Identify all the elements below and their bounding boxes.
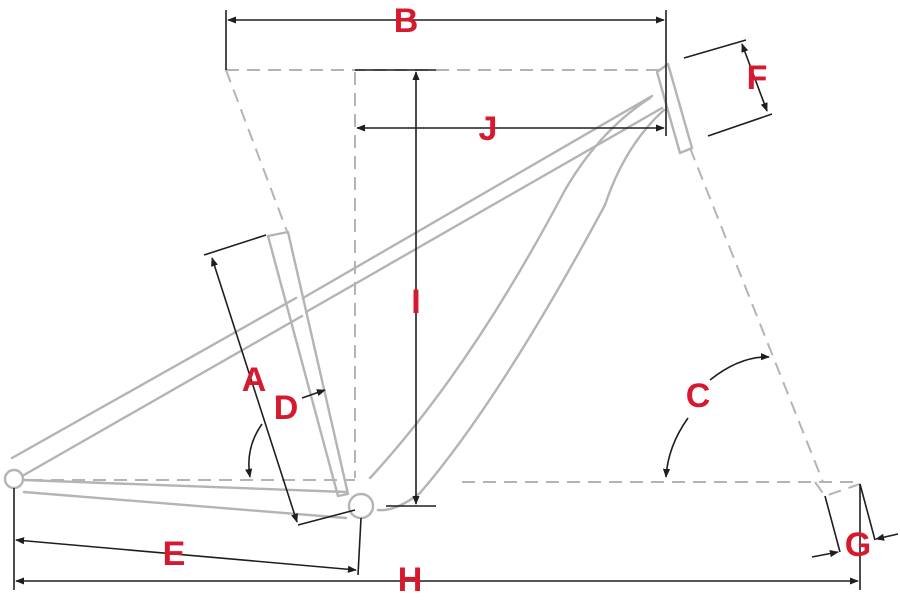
label-h: H [398, 561, 423, 599]
dimension-g-out [875, 533, 899, 541]
label-g: G [845, 526, 871, 564]
label-e: E [163, 535, 186, 573]
dimension-c-arc-lower [662, 417, 689, 478]
dimension-g-in [811, 549, 839, 558]
dimension-d-pointer [301, 389, 326, 399]
construction-lines [30, 69, 861, 498]
label-a: A [242, 361, 267, 399]
label-b: B [394, 2, 419, 40]
dimension-lines [13, 10, 899, 590]
dimension-c-arc [709, 353, 770, 381]
dimension-d-arc [245, 423, 263, 478]
label-d: D [274, 389, 299, 427]
label-i: I [411, 283, 420, 321]
dimension-a [211, 257, 298, 523]
label-f: F [747, 59, 768, 97]
dimension-f [741, 43, 768, 112]
label-c: C [686, 377, 711, 415]
rear-dropout [3, 468, 25, 490]
bottom-bracket-curve [376, 491, 422, 512]
dimension-e [15, 537, 357, 573]
bottom-bracket [347, 492, 375, 520]
head-tube [655, 62, 694, 155]
bike-frame [3, 62, 694, 520]
chain-stay [22, 478, 348, 520]
label-j: J [479, 110, 498, 148]
seat-tube [266, 230, 350, 498]
dimension-labels: B J F I A D C E H G [163, 2, 872, 599]
